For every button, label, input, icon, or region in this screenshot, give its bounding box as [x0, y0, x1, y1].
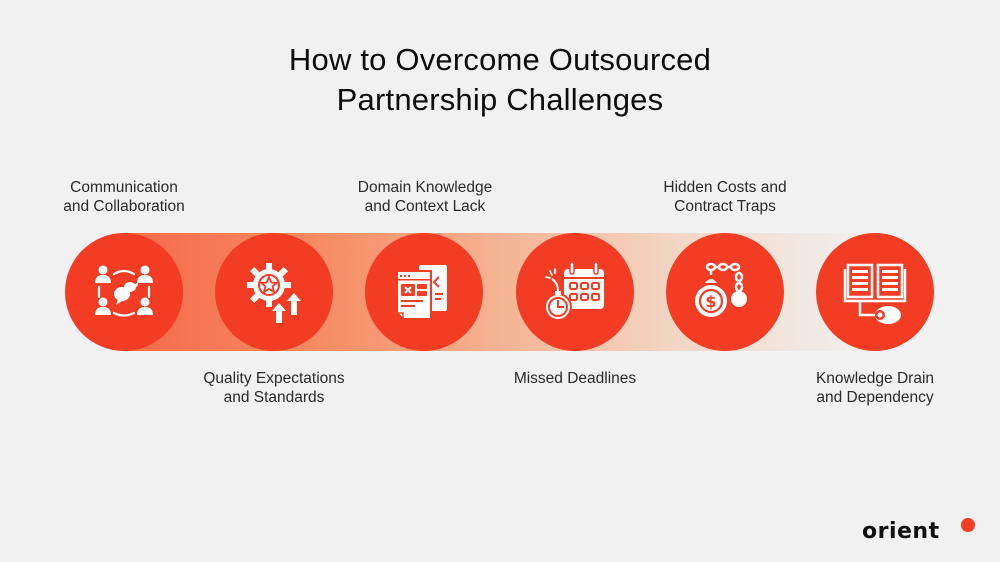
brand-logo: orient: [862, 519, 940, 544]
step-label-communication: Communication and Collaboration: [14, 178, 234, 216]
step-label-line: Domain Knowledge: [357, 179, 493, 196]
step-label-line: Communication: [70, 179, 178, 196]
step-label-missed-deadlines: Missed Deadlines: [465, 369, 685, 388]
quality-gear-star-icon: [247, 263, 301, 323]
svg-text:$: $: [705, 292, 716, 311]
step-label-line: and Standards: [223, 389, 325, 406]
documents-context-icon: [396, 265, 447, 320]
money-chain-ball-icon: $: [695, 262, 747, 317]
step-circle-communication: [65, 233, 183, 351]
step-label-domain-knowledge: Domain Knowledge and Context Lack: [315, 178, 535, 216]
step-label-hidden-costs: Hidden Costs and Contract Traps: [615, 178, 835, 216]
step-label-line: and Collaboration: [63, 198, 185, 215]
step-label-line: and Dependency: [816, 389, 934, 406]
title-line-2: Partnership Challenges: [336, 82, 664, 117]
step-label-line: and Context Lack: [364, 198, 486, 215]
step-circle-missed-deadlines: [516, 233, 634, 351]
step-label-quality: Quality Expectations and Standards: [164, 369, 384, 407]
team-communication-icon: [95, 265, 153, 317]
step-label-line: Knowledge Drain: [815, 370, 935, 387]
step-label-line: Contract Traps: [674, 198, 776, 215]
step-circle-quality: [215, 233, 333, 351]
step-label-knowledge-drain: Knowledge Drain and Dependency: [765, 369, 985, 407]
book-mouse-icon: [843, 263, 907, 324]
step-label-line: Quality Expectations: [203, 370, 345, 387]
step-label-line: Hidden Costs and: [663, 179, 787, 196]
step-label-line: Missed Deadlines: [513, 370, 637, 387]
step-circle-hidden-costs: $: [666, 233, 784, 351]
step-circle-domain-knowledge: [365, 233, 483, 351]
step-circle-knowledge-drain: [816, 233, 934, 351]
title-line-1: How to Overcome Outsourced: [288, 42, 712, 77]
brand-logo-dot: [961, 518, 975, 532]
page-title: How to Overcome Outsourced Partnership C…: [0, 40, 1000, 120]
calendar-bomb-icon: [544, 261, 604, 321]
